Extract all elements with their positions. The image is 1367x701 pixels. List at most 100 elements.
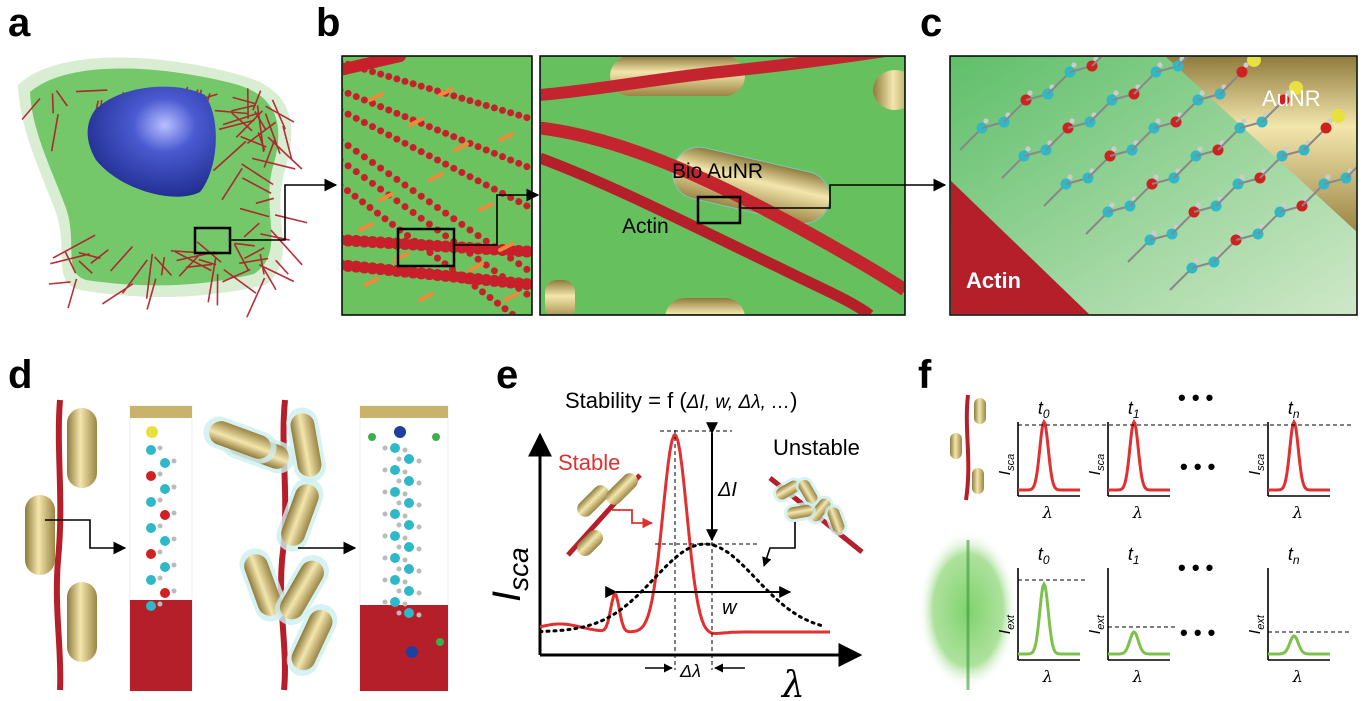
carbon-atom [146, 445, 156, 455]
hydrogen-atom [1195, 202, 1201, 208]
actin-bead [479, 288, 486, 296]
hydrogen-atom [1153, 174, 1159, 180]
zoom-box-b2 [696, 195, 742, 225]
stable-spectrum-curve [539, 433, 830, 636]
hydrogen-atom [157, 575, 163, 581]
actin-strand [241, 163, 274, 186]
panel-label-d: d [8, 353, 32, 397]
actin-strand [240, 135, 267, 148]
actin-strand [267, 136, 303, 170]
actin-bead [507, 156, 515, 164]
hydrogen-atom [382, 599, 388, 605]
carbon-atom [146, 523, 156, 533]
hydrogen-atom [157, 445, 163, 451]
actin-bead [352, 168, 360, 176]
actin-bead [344, 89, 352, 97]
panel-c-molecular: AuNR Actin [949, 0, 1358, 316]
actin-strand [160, 257, 166, 276]
actin-bead [529, 247, 531, 257]
aunr-rod [280, 560, 324, 620]
actin-bead [520, 278, 531, 291]
time-label: t0 [1038, 398, 1050, 421]
actin-strand [270, 229, 303, 266]
hydrogen-atom [396, 588, 402, 594]
aunr-rod [577, 530, 603, 556]
carbon-atom [160, 536, 170, 546]
hydrogen-atom [416, 568, 422, 574]
actin-bead [494, 299, 501, 307]
actin-strand [231, 112, 253, 132]
sulfur-atom [1163, 0, 1177, 11]
actin-strand [48, 281, 71, 285]
hydrogen-atom [1201, 34, 1206, 39]
oxygen-atom [146, 549, 156, 559]
actin-strand [241, 177, 272, 194]
actin-strand [223, 269, 257, 294]
hydrogen-atom [402, 447, 408, 453]
actin-strand [146, 278, 157, 310]
carbon-atom [404, 520, 414, 530]
actin-bead [490, 267, 498, 275]
ellipsis-mid: • • • [1180, 454, 1215, 479]
sulfur-atom [1247, 57, 1261, 67]
hydrogen-atom [416, 590, 422, 596]
actin-bead [458, 169, 466, 176]
aunr-rod [798, 479, 818, 505]
actin-bead [474, 255, 482, 263]
actin-bead [352, 147, 360, 155]
actin-label-c: Actin [966, 268, 1021, 293]
actin-bead [409, 187, 417, 195]
hydrogen-atom [382, 445, 388, 451]
oxygen-atom [1278, 94, 1290, 106]
carbon-atom [390, 597, 400, 607]
y-axis-label: Iext [1087, 614, 1107, 634]
actin-bead [442, 160, 450, 168]
aunr-rod [873, 70, 904, 110]
peg-chain-short [146, 426, 177, 611]
hydrogen-atom [1109, 202, 1115, 208]
chloride-atom [368, 433, 376, 441]
actin-strand [218, 119, 255, 131]
carbon-atom [1109, 39, 1120, 50]
actin-bead [344, 162, 352, 170]
hydrogen-atom [1241, 118, 1247, 124]
spectrum-curve [1268, 418, 1330, 492]
actin-bead [458, 220, 466, 228]
aunr-rod [606, 473, 638, 505]
carbon-atom [404, 498, 414, 508]
actin-bead [450, 164, 458, 172]
zoom-arrow-a [230, 178, 338, 241]
actin-bead [393, 75, 401, 83]
actin-strand [259, 253, 265, 275]
orange-rod [368, 92, 384, 102]
actin-bead [377, 164, 385, 172]
x-axis-label: λ [1132, 503, 1143, 522]
ellipsis-top: • • • [1178, 385, 1213, 410]
actin-label-b: Actin [622, 215, 669, 238]
aunr-rod [67, 408, 97, 488]
orange-rod [428, 172, 444, 182]
actin-bead [434, 87, 441, 95]
actin-bead [369, 159, 376, 166]
hydrogen-atom [1283, 146, 1289, 152]
aunr-rod [775, 480, 801, 500]
actin-bead [360, 174, 368, 181]
actin-bead [515, 111, 523, 119]
actin-strand [145, 253, 154, 299]
actin-bead [359, 198, 366, 206]
aunr-surface [1166, 57, 1356, 232]
orange-rod [438, 87, 454, 97]
actin-bead [377, 103, 385, 111]
actin-bead [393, 135, 401, 143]
hydrogen-atom [1237, 230, 1243, 236]
actin-strand [185, 263, 213, 269]
actin-bead [442, 232, 450, 240]
ctab-chain-long [368, 426, 444, 658]
hydrogen-atom [382, 489, 388, 495]
hydrogen-atom [1151, 230, 1157, 236]
aunr-aggregates [203, 407, 338, 676]
spectrum-curve [1108, 418, 1170, 492]
actin-bead [394, 57, 406, 62]
actin-bead [434, 156, 441, 164]
actin-bead [385, 170, 393, 178]
